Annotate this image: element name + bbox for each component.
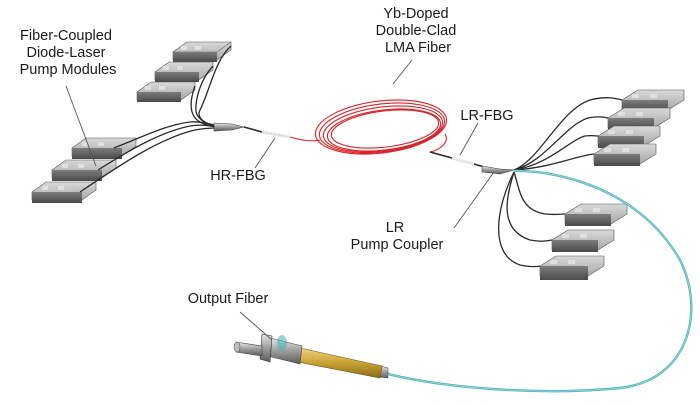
right-pump-modules-upper: [593, 89, 685, 166]
pump-module-left-5: [51, 159, 117, 181]
pump-modules-label: Fiber-Coupled Diode-Laser Pump Modules: [20, 28, 117, 78]
lr-pump-coupler: [481, 165, 515, 175]
leader-lines: [65, 59, 495, 341]
pump-module-left-2: [154, 61, 214, 82]
pump-module-left-6: [31, 181, 97, 203]
pump-modules-label-line-3: Pump Modules: [20, 62, 117, 78]
right-pump-fibers: [498, 97, 623, 268]
lr-coupler-label: LR Pump Coupler: [351, 220, 444, 253]
gain-fiber-coil: [289, 99, 448, 155]
output-fiber-connector: [233, 333, 389, 379]
pump-module-left-4: [71, 137, 137, 159]
pump-module-left-3: [136, 81, 196, 102]
pump-module-right-4: [593, 143, 657, 166]
pump-modules-label-line-1: Fiber-Coupled: [20, 28, 112, 44]
left-pump-modules: [31, 41, 232, 203]
hr-fbg-label: HR-FBG: [210, 168, 266, 184]
lr-coupler-label-line-1: LR: [386, 220, 405, 236]
lr-fbg-label: LR-FBG: [460, 108, 513, 124]
gain-fiber-label-line-2: Double-Clad: [376, 23, 457, 39]
left-pump-fibers: [79, 45, 232, 193]
pump-module-left-1: [172, 41, 232, 62]
right-pump-modules-lower: [539, 203, 628, 280]
left-pump-combiner: [213, 122, 263, 133]
output-fiber-leader: [239, 311, 273, 341]
output-fiber-cable: [379, 169, 693, 393]
pump-modules-leader: [65, 85, 97, 167]
gain-fiber-leader: [392, 59, 413, 85]
output-fiber-label: Output Fiber: [188, 291, 269, 307]
hr-fbg-grating: [261, 130, 291, 139]
lr-fbg-leader: [459, 122, 479, 156]
gain-fiber-label-line-3: LMA Fiber: [385, 40, 451, 56]
pump-module-right-7: [539, 255, 605, 280]
gain-fiber-label: Yb-Doped Double-Clad LMA Fiber: [376, 6, 461, 56]
hr-fbg-leader: [254, 137, 276, 169]
gain-fiber-label-line-1: Yb-Doped: [383, 6, 448, 22]
pump-module-right-6: [551, 229, 615, 252]
pump-modules-label-line-2: Diode-Laser: [26, 45, 105, 61]
lr-coupler-leader: [453, 171, 495, 229]
labels: Fiber-Coupled Diode-Laser Pump Modules Y…: [20, 6, 514, 307]
lr-coupler-label-line-2: Pump Coupler: [351, 237, 444, 253]
pump-module-right-5: [564, 203, 628, 226]
lr-fbg-grating: [429, 151, 485, 168]
